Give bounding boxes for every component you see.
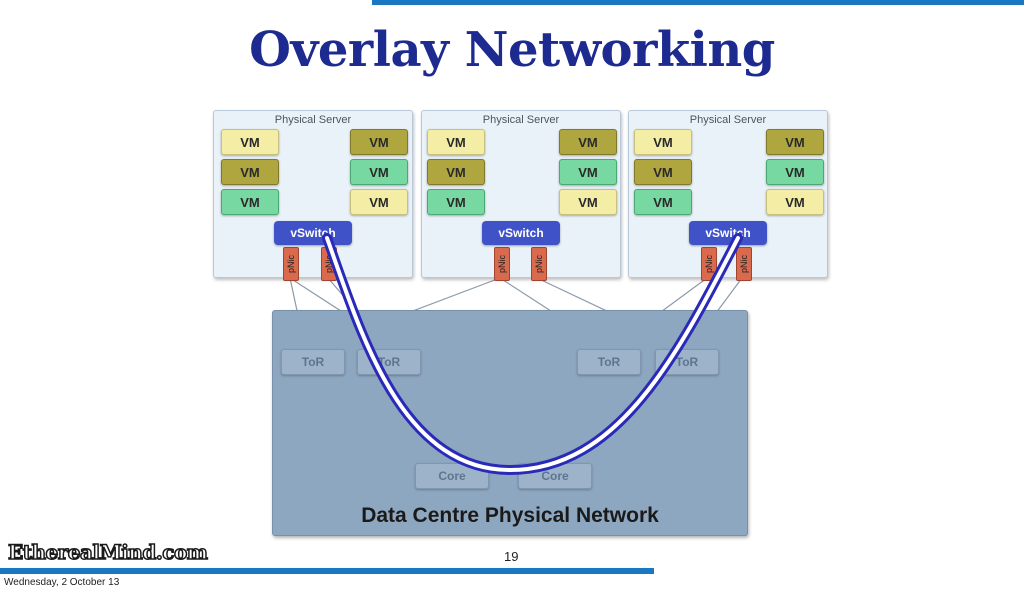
pnic: pNic	[701, 247, 717, 281]
pnic: pNic	[531, 247, 547, 281]
vm-box: VM	[634, 159, 692, 185]
vm-box: VM	[221, 129, 279, 155]
vm-box: VM	[559, 189, 617, 215]
top-accent-bar	[372, 0, 1024, 5]
vm-box: VM	[427, 189, 485, 215]
vm-box: VM	[766, 159, 824, 185]
vm-box: VM	[634, 129, 692, 155]
bottom-accent-bar	[0, 568, 654, 574]
data-centre-network: ToR ToR ToR ToR Core Core Data Centre Ph…	[272, 310, 748, 536]
vm-box: VM	[766, 129, 824, 155]
vswitch: vSwitch	[274, 221, 352, 245]
vswitch: vSwitch	[482, 221, 560, 245]
vm-box: VM	[427, 159, 485, 185]
core-switch: Core	[415, 463, 489, 489]
vm-box: VM	[559, 159, 617, 185]
network-label: Data Centre Physical Network	[361, 504, 659, 527]
vm-box: VM	[427, 129, 485, 155]
server-title: Physical Server	[482, 114, 560, 126]
physical-server-2: Physical Server VM VM VM VM VM VM vSwitc…	[421, 110, 621, 281]
tor-switch: ToR	[357, 349, 421, 375]
vm-box: VM	[766, 189, 824, 215]
tor-switch: ToR	[281, 349, 345, 375]
pnic-label: pNic	[324, 254, 334, 274]
pnic-label: pNic	[286, 254, 296, 274]
vm-box: VM	[559, 129, 617, 155]
vswitch: vSwitch	[689, 221, 767, 245]
pnic: pNic	[494, 247, 510, 281]
vm-box: VM	[350, 159, 408, 185]
pnic: pNic	[283, 247, 299, 281]
pnic-label: pNic	[704, 254, 714, 274]
tor-switch: ToR	[577, 349, 641, 375]
pnic-label: pNic	[739, 254, 749, 274]
pnic: pNic	[736, 247, 752, 281]
page-number: 19	[504, 549, 519, 564]
tor-switch: ToR	[655, 349, 719, 375]
pnic: pNic	[321, 247, 337, 281]
vm-box: VM	[350, 129, 408, 155]
ethereal-mind-logo: EtherealMind.com	[7, 539, 208, 565]
vm-box: VM	[634, 189, 692, 215]
pnic-label: pNic	[534, 254, 544, 274]
physical-server-3: Physical Server VM VM VM VM VM VM vSwitc…	[628, 110, 828, 281]
core-switch: Core	[518, 463, 592, 489]
slide-date: Wednesday, 2 October 13	[4, 577, 120, 588]
server-title: Physical Server	[689, 114, 767, 126]
vm-box: VM	[350, 189, 408, 215]
slide-title: Overlay Networking	[249, 22, 775, 78]
physical-server-1: Physical Server VM VM VM VM VM VM vSwitc…	[213, 110, 413, 281]
vm-box: VM	[221, 159, 279, 185]
pnic-label: pNic	[497, 254, 507, 274]
server-title: Physical Server	[274, 114, 352, 126]
vm-box: VM	[221, 189, 279, 215]
